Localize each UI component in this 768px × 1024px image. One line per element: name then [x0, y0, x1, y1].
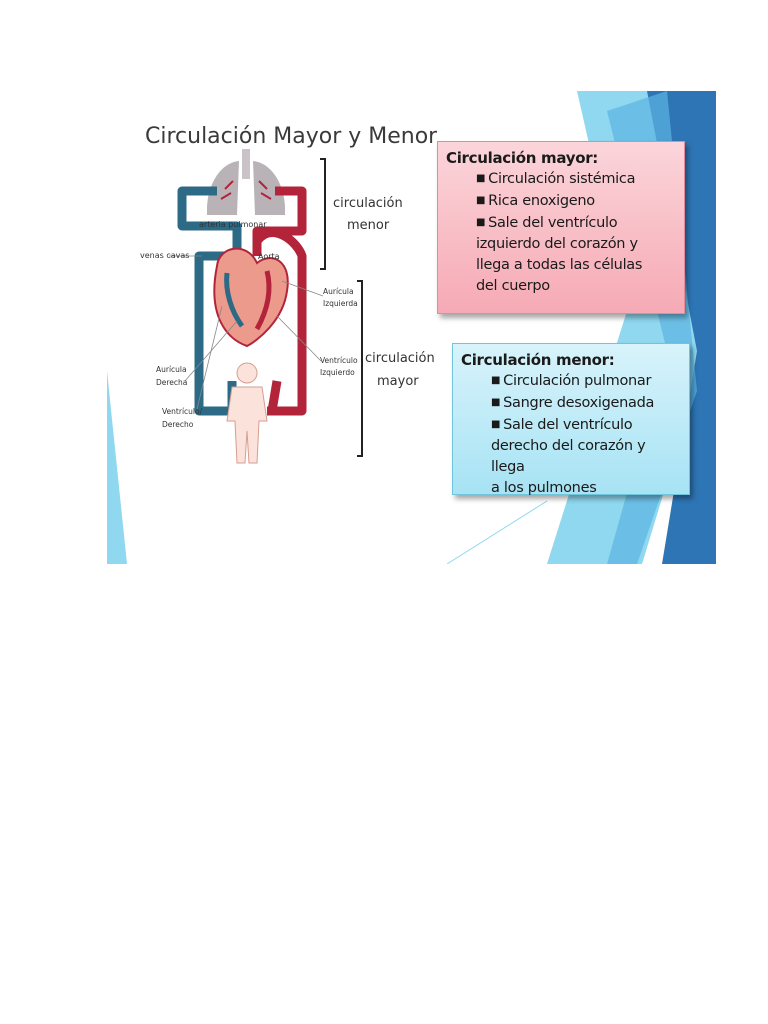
circulacion-mayor-item: ■Rica enoxigeno [446, 190, 676, 212]
label-ventriculo-izquierdo-1: Ventrículo [320, 356, 358, 365]
circulacion-mayor-item: ■Circulación sistémica [446, 168, 676, 190]
bullet-icon: ■ [491, 419, 501, 430]
circulacion-mayor-item: ■Sale del ventrículo [446, 212, 676, 234]
label-venas-cavas: venas cavas [140, 251, 189, 260]
label-circulacion-mayor-2: mayor [377, 374, 419, 389]
label-circulacion-menor-2: menor [347, 218, 390, 233]
bullet-icon: ■ [476, 217, 486, 228]
label-auricula-derecha-1: Aurícula [156, 365, 187, 374]
circulacion-menor-item-text: Circulación pulmonar [503, 373, 652, 389]
label-auricula-derecha-2: Derecha [156, 378, 187, 387]
circulacion-mayor-continuation: del cuerpo [476, 278, 550, 294]
label-auricula-izquierda-1: Aurícula [323, 287, 354, 296]
diagram-title: Circulación Mayor y Menor [145, 124, 437, 149]
label-ventriculo-derecho-1: Ventrículo/ [162, 407, 203, 416]
human-body-illustration [226, 362, 268, 464]
circulacion-mayor-item-text: Sale del ventrículo [488, 215, 618, 231]
oxygenated-vessels [252, 186, 307, 416]
circulacion-menor-continuation: derecho del corazón y llega [491, 438, 646, 475]
circulacion-menor-item: ■Circulación pulmonar [461, 370, 681, 392]
circulacion-mayor-item-text: Rica enoxigeno [488, 193, 595, 209]
label-ventriculo-derecho-2: Derecho [162, 420, 194, 429]
circulacion-menor-box: Circulación menor: ■Circulación pulmonar… [452, 343, 690, 496]
label-arteria-pulmonar: arteria pulmonar [199, 220, 267, 229]
bracket-circulacion-mayor [357, 280, 363, 457]
circulacion-menor-item: ■Sangre desoxigenada [461, 392, 681, 414]
label-auricula-izquierda-2: Izquierda [323, 299, 358, 308]
circulacion-menor-item-text: Sale del ventrículo [503, 417, 633, 433]
heart-illustration [213, 247, 289, 348]
label-circulacion-menor-1: circulación [333, 196, 403, 211]
bullet-icon: ■ [476, 195, 486, 206]
bullet-icon: ■ [476, 173, 486, 184]
slide: Circulación Mayor y Menor [107, 91, 716, 564]
label-aorta: Aorta [258, 252, 280, 261]
circulacion-mayor-box: Circulación mayor: ■Circulación sistémic… [437, 141, 685, 314]
bullet-icon: ■ [491, 397, 501, 408]
label-pointer-lines [169, 255, 324, 410]
circulacion-menor-item: ■Sale del ventrículo [461, 414, 681, 436]
bracket-circulacion-menor [320, 158, 326, 270]
bullet-icon: ■ [491, 375, 501, 386]
circulacion-mayor-continuation: llega a todas las células [476, 257, 643, 273]
label-ventriculo-izquierdo-2: Izquierdo [320, 368, 355, 377]
circulation-diagram: Circulación Mayor y Menor [140, 124, 437, 464]
circulacion-mayor-item-text: Circulación sistémica [488, 171, 636, 187]
circulacion-mayor-title: Circulación mayor: [446, 149, 598, 167]
circulacion-menor-title: Circulación menor: [461, 351, 615, 369]
label-circulacion-mayor-1: circulación [365, 351, 435, 366]
circulacion-menor-continuation: a los pulmones [491, 480, 597, 496]
circulacion-mayor-continuation: izquierdo del corazón y [476, 236, 638, 252]
circulacion-menor-item-text: Sangre desoxigenada [503, 395, 655, 411]
lungs-illustration [207, 149, 285, 215]
